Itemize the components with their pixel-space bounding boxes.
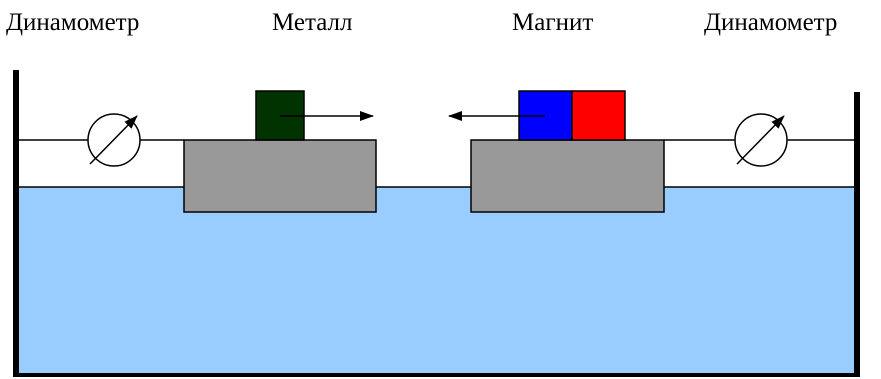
magnet-red-pole [571,90,626,141]
dynamometer-right-icon [734,113,788,167]
magnet-label: Магнит [512,9,594,36]
water [19,187,855,373]
left-float-block [183,139,377,213]
right-float-block [470,139,665,213]
metal-label: Металл [272,9,353,36]
dynamometer-right-label: Динамометр [704,9,838,36]
dynamometer-left-label: Динамометр [6,9,140,36]
dynamometer-left-icon [87,113,141,167]
